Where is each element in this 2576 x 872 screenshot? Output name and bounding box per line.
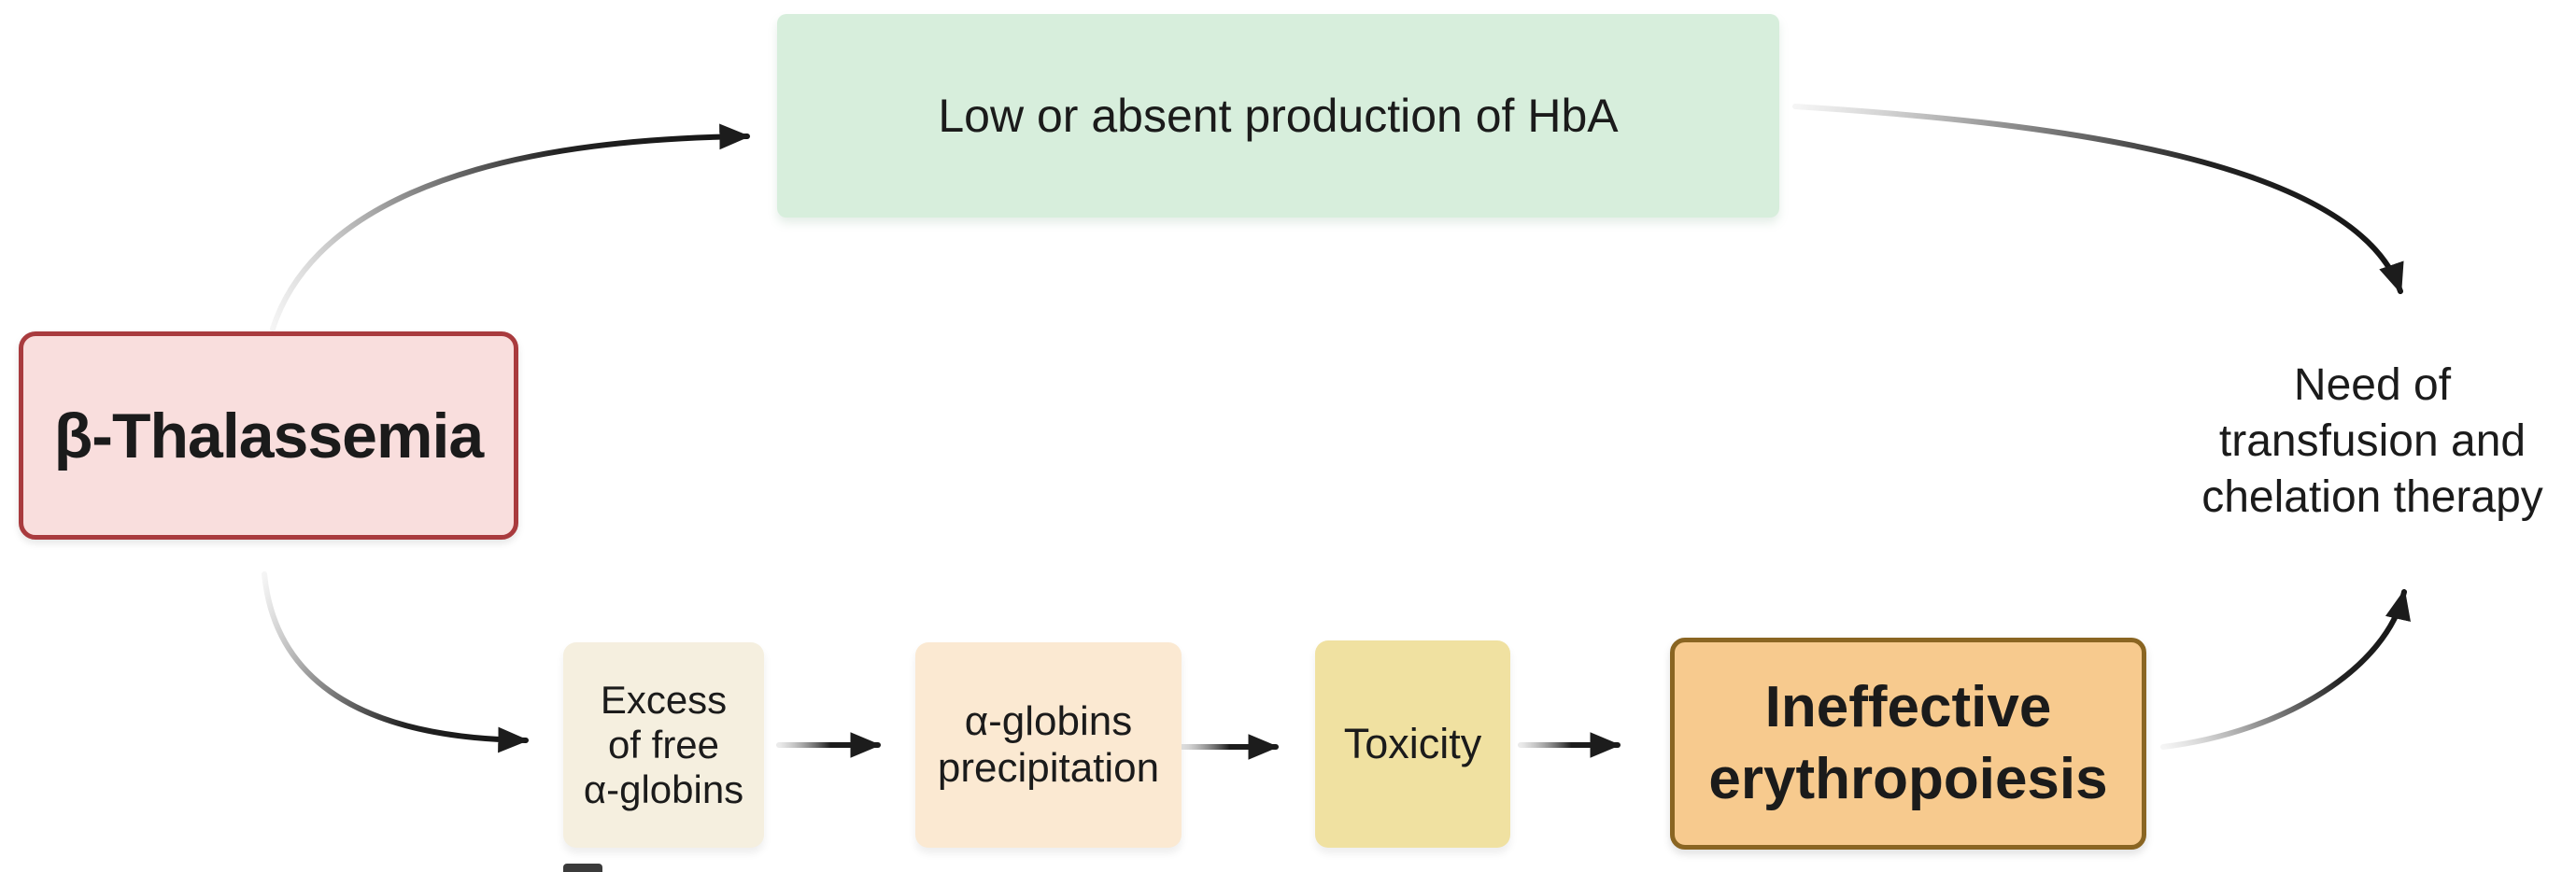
node-toxicity-label: Toxicity [1343, 720, 1482, 767]
node-low-hba-production: Low or absent production of HbA [777, 14, 1779, 218]
node-ineffective-erythropoiesis: Ineffective erythropoiesis [1670, 638, 2146, 850]
node-beta-thalassemia: β-Thalassemia [19, 331, 518, 540]
label-need-of-transfusion: Need of transfusion and chelation therap… [2176, 353, 2569, 530]
node-alpha-globins-precipitation: α-globins precipitation [915, 642, 1182, 848]
node-low-hba-production-label: Low or absent production of HbA [938, 90, 1619, 142]
arrow-beta-to-excess [262, 571, 530, 753]
node-excess-free-alpha-globins: Excess of free α-globins [563, 642, 764, 848]
node-toxicity: Toxicity [1315, 640, 1510, 848]
arrow-beta-to-hba [270, 123, 751, 331]
node-alpha-globins-precipitation-label: α-globins precipitation [937, 698, 1160, 791]
node-beta-thalassemia-label: β-Thalassemia [53, 400, 484, 471]
node-ineffective-erythropoiesis-label: Ineffective erythropoiesis [1708, 675, 2108, 811]
cropped-element-bottom-edge [563, 864, 602, 872]
arrow-ineffective-to-need [2160, 588, 2411, 750]
node-excess-free-alpha-globins-label: Excess of free α-globins [583, 677, 744, 812]
arrow-hba-to-need [1792, 104, 2404, 295]
label-need-of-transfusion-text: Need of transfusion and chelation therap… [2201, 360, 2543, 522]
